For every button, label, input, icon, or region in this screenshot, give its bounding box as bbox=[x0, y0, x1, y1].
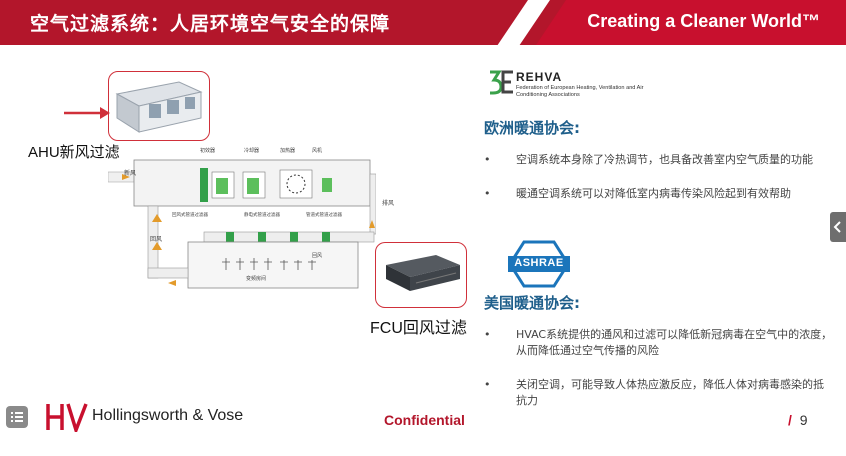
ashrae-logo-text: ASHRAE bbox=[514, 257, 564, 269]
menu-button[interactable] bbox=[6, 406, 28, 428]
ashrae-logo-icon bbox=[508, 240, 570, 288]
rehva-name: REHVA bbox=[516, 70, 563, 84]
diagram-label-heater: 加热器 bbox=[280, 148, 296, 154]
fcu-label: FCU回风过滤 bbox=[370, 320, 467, 337]
list-item: • 关闭空调，可能导致人体热应激反应，降低人体对病毒感染的抵抗力 bbox=[484, 377, 834, 409]
ahu-unit-image bbox=[115, 81, 203, 133]
diagram-label-duct-filter: 管道式管道过滤器 bbox=[306, 213, 342, 218]
fcu-unit-image bbox=[386, 255, 460, 291]
bullet-icon: • bbox=[484, 153, 491, 166]
rehva-logo-icon bbox=[490, 70, 513, 95]
rehva-bullet-list: • 空调系统本身除了冷热调节，也具备改善室内空气质量的功能 • 暖通空调系统可以… bbox=[484, 152, 834, 220]
slide-title: 空气过滤系统：人居环境空气安全的保障 bbox=[30, 13, 391, 35]
diagram-label-fresh-air: 新风 bbox=[124, 170, 137, 177]
bullet-icon: • bbox=[484, 378, 491, 391]
diagram-label-room: 变频房间 bbox=[246, 276, 267, 282]
ahu-label: AHU新风过滤 bbox=[28, 144, 120, 161]
diagram-label-return-air-room: 回风 bbox=[312, 253, 323, 259]
hvac-system-diagram bbox=[108, 159, 376, 289]
rehva-bullet-text: 空调系统本身除了冷热调节，也具备改善室内空气质量的功能 bbox=[516, 153, 813, 166]
diagram-label-electrostatic-filter: 静电式管道过滤器 bbox=[244, 213, 280, 218]
hv-logo bbox=[44, 402, 90, 436]
conditioned-room bbox=[187, 241, 359, 289]
diagram-label-exhaust: 排风 bbox=[382, 200, 395, 207]
heating-coil bbox=[247, 178, 259, 194]
list-item: • 空调系统本身除了冷热调节，也具备改善室内空气质量的功能 bbox=[484, 152, 834, 168]
diagram-label-fan: 风机 bbox=[312, 148, 323, 154]
chevron-left-icon bbox=[833, 221, 841, 233]
ashrae-section-title: 美国暖通协会: bbox=[484, 294, 580, 312]
page-slash-icon: / bbox=[788, 412, 792, 428]
hv-logo-icon bbox=[46, 403, 88, 436]
fcu-photo-frame bbox=[375, 242, 467, 308]
list-item: • 暖通空调系统可以对降低室内病毒传染风险起到有效帮助 bbox=[484, 186, 834, 202]
diagram-label-primary-filter: 初效器 bbox=[200, 148, 216, 154]
list-item: • HVAC系统提供的通风和过滤可以降低新冠病毒在空气中的浓度，从而降低通过空气… bbox=[484, 327, 834, 359]
header-right-panel bbox=[536, 0, 846, 45]
ashrae-bullet-text: 关闭空调，可能导致人体热应激反应，降低人体对病毒感染的抵抗力 bbox=[516, 378, 824, 407]
rehva-section-title: 欧洲暖通协会: bbox=[484, 119, 580, 137]
diagram-label-return-air: 回风 bbox=[150, 236, 163, 243]
bullet-icon: • bbox=[484, 187, 491, 200]
page-number-value: 9 bbox=[799, 412, 808, 428]
fan bbox=[286, 174, 306, 194]
ashrae-bullet-list: • HVAC系统提供的通风和过滤可以降低新冠病毒在空气中的浓度，从而降低通过空气… bbox=[484, 327, 834, 427]
page-number: / 9 bbox=[788, 412, 808, 428]
diagram-label-cooler: 冷却器 bbox=[244, 148, 260, 154]
brand-slogan: Creating a Cleaner World™ bbox=[587, 11, 820, 31]
diagram-label-return-duct-filter: 回风式管道过滤器 bbox=[172, 213, 208, 218]
confidential-label: Confidential bbox=[384, 412, 465, 428]
ahu-photo-frame bbox=[108, 71, 210, 141]
ashrae-logo: ASHRAE bbox=[506, 240, 572, 288]
rehva-bullet-text: 暖通空调系统可以对降低室内病毒传染风险起到有效帮助 bbox=[516, 187, 791, 200]
rehva-text-block: REHVA Federation of European Heating, Ve… bbox=[516, 70, 656, 99]
ahu-pointer-arrow bbox=[64, 107, 110, 119]
ashrae-bullet-text: HVAC系统提供的通风和过滤可以降低新冠病毒在空气中的浓度，从而降低通过空气传播… bbox=[516, 328, 833, 357]
rehva-logo bbox=[487, 68, 515, 96]
bullet-icon: • bbox=[484, 328, 491, 341]
cooling-coil bbox=[216, 178, 228, 194]
company-name: Hollingsworth & Vose bbox=[92, 407, 244, 424]
slide-header: 空气过滤系统：人居环境空气安全的保障 Creating a Cleaner Wo… bbox=[0, 0, 846, 45]
rehva-subtitle: Federation of European Heating, Ventilat… bbox=[516, 85, 644, 98]
side-panel-handle[interactable] bbox=[830, 212, 846, 242]
list-menu-icon bbox=[11, 412, 23, 422]
primary-filter bbox=[200, 168, 208, 202]
